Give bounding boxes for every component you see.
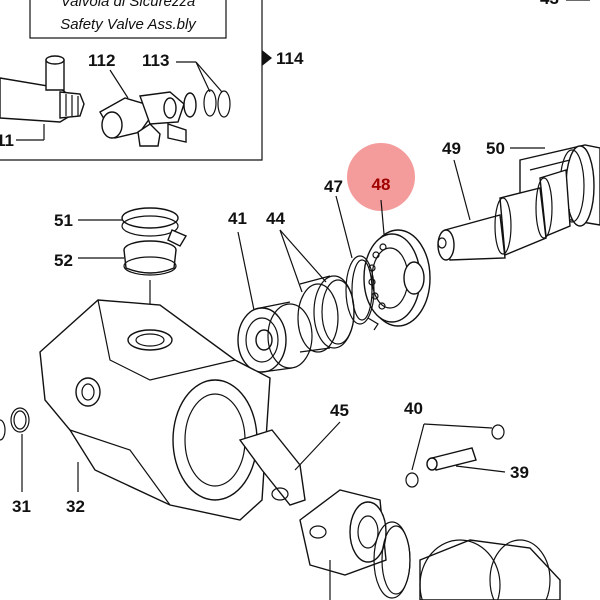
label-52: 52 [54,251,73,270]
label-45: 45 [330,401,349,420]
part-31-o-ring [0,407,30,441]
part-32-gearbox-housing [39,299,306,521]
lower-seal-ring [373,521,411,599]
part-48-bearing [363,229,431,327]
lower-cover-housing [419,539,561,600]
label-32: 32 [66,497,85,516]
label-41: 41 [228,209,247,228]
part-49-shaft [437,169,571,261]
label-49: 49 [442,139,461,158]
part-51-hose-clamp [121,207,188,247]
safety-valve-inset: Valvola di Sicurezza Safety Valve Ass.bl… [0,0,304,161]
inset-title-english: Safety Valve Ass.bly [60,16,197,33]
part-52-hose-sleeve [123,240,177,276]
reference-arrow-icon [262,50,272,66]
label-112: 112 [88,51,115,70]
part-11-valve-body [0,55,85,123]
part-41-bearing [237,301,313,373]
label-51: 51 [54,211,73,230]
label-11: 11 [0,131,14,150]
part-39-pin [426,447,477,471]
part-112-elbow-fitting [99,91,197,147]
label-50: 50 [486,139,505,158]
label-113: 113 [142,51,169,70]
label-31: 31 [12,497,31,516]
inset-title-box [29,0,227,39]
part-47-circlip [345,255,379,331]
highlight-circle [347,143,415,211]
label-43: 43 [540,0,559,8]
inset-title-italian: Valvola di Sicurezza [61,0,196,10]
label-40: 40 [404,399,423,418]
part-113-o-rings [203,89,231,118]
part-40-circlips [405,424,505,488]
part-44-rings [297,275,355,353]
label-47: 47 [324,177,343,196]
label-48: 48 [372,175,391,194]
label-39: 39 [510,463,529,482]
label-44: 44 [266,209,285,228]
part-45-piston [299,489,387,576]
label-114: 114 [276,49,304,68]
